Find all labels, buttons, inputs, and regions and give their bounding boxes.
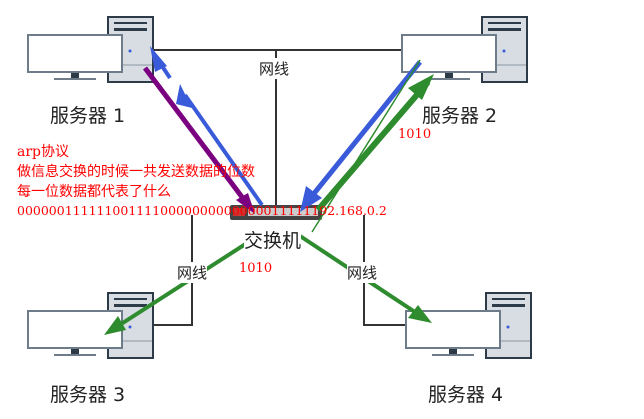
note-line-1: arp协议: [17, 144, 70, 160]
data-flow-arrows: [104, 46, 434, 335]
server-2-label: 服务器 2: [422, 105, 498, 127]
cable-label-top: 网线: [259, 58, 290, 79]
server-4-label: 服务器 4: [428, 384, 504, 406]
note-line-2: 做信息交换的时候一共发送数据的位数: [17, 164, 255, 180]
server-3-computer-icon: [27, 292, 154, 359]
bits-label-lower: 1010: [239, 261, 273, 276]
server-1-label: 服务器 1: [50, 105, 126, 127]
server-2-computer-icon: [401, 16, 528, 83]
bits-label-upper: 1010: [398, 127, 432, 142]
note-line-3: 每一位数据都代表了什么: [17, 184, 171, 200]
server-1-computer-icon: [27, 16, 154, 83]
switch-label: 交换机: [244, 226, 302, 253]
cable-label-left: 网线: [177, 262, 208, 283]
server-3-label: 服务器 3: [50, 384, 126, 406]
cable-label-right: 网线: [347, 262, 378, 283]
server-4-computer-icon: [405, 292, 532, 359]
note-line-4: 0000001111110011110000000000000011111192…: [17, 203, 387, 218]
